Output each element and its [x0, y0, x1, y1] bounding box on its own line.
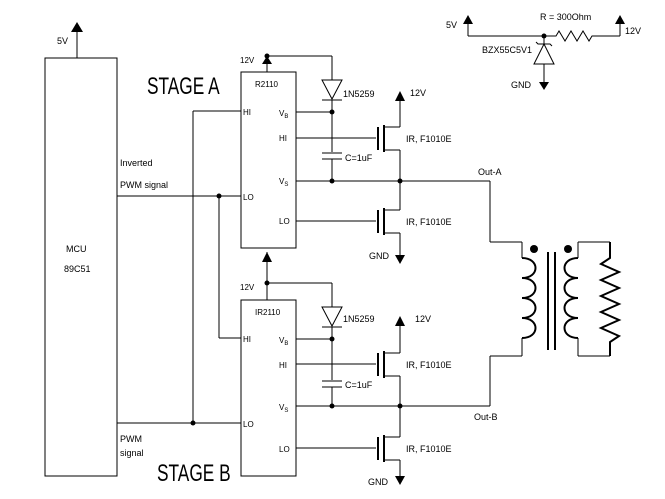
stage-a-gnd-arrow-icon: [395, 255, 405, 264]
stage-b-diode-icon: [321, 306, 343, 328]
secondary-winding-icon: [563, 257, 579, 339]
driver-b-pin-vb: VB: [279, 336, 288, 347]
stage-b-diode-label: 1N5259: [343, 314, 375, 324]
mcu-chip: [44, 57, 118, 477]
driver-b-pin-vs: VS: [279, 403, 288, 414]
driver-a-pin-lo-out: LO: [279, 217, 290, 226]
driver-a: 12V R2110 HI LO VB HI VS LO: [240, 56, 297, 249]
stage-a-wiring: 1N5259 C=1uF Out-A: [264, 53, 502, 222]
reg-gnd-label: GND: [511, 80, 532, 90]
driver-b-pin-hi-in: HI: [243, 335, 251, 344]
stage-b-high-supply-arrow-icon: [395, 316, 405, 326]
driver-a-supply-arrow-icon: [262, 56, 272, 64]
stage-a-low-mosfet-label: IR, F1010E: [406, 217, 452, 227]
mcu-block: 5V MCU 89C51 Inverted PWM signal PWM sig…: [44, 22, 168, 477]
stage-b-high-supply-label: 12V: [415, 314, 431, 324]
stage-a-low-mosfet: GND IR, F1010E: [369, 181, 452, 264]
pwm-label-2: signal: [120, 448, 144, 458]
stage-b-high-mosfet: 12V IR, F1010E: [377, 314, 452, 406]
stage-a-gnd-label: GND: [369, 251, 390, 261]
driver-a-pin-hi-out: HI: [279, 134, 287, 143]
driver-a-name: R2110: [255, 80, 279, 89]
signal-wiring: [117, 110, 241, 426]
driver-b-name: IR2110: [255, 308, 281, 317]
stage-b-high-mosfet-label: IR, F1010E: [406, 360, 452, 370]
inverted-pwm-label-2: PWM signal: [120, 180, 168, 190]
driver-b-pin-lo-in: LO: [243, 420, 254, 429]
mcu-supply-label: 5V: [57, 36, 68, 46]
stage-a-diode-icon: [321, 79, 343, 101]
stage-a-high-supply-label: 12V: [410, 88, 426, 98]
stage-a-label: STAGE A: [147, 73, 220, 99]
stage-b-capacitor-label: C=1uF: [345, 380, 373, 390]
stage-a-high-mosfet-label: IR, F1010E: [406, 134, 452, 144]
driver-a-pin-vb: VB: [279, 109, 288, 120]
driver-b: 12V IR2110 HI LO VB HI VS LO: [240, 252, 297, 477]
reg-5v-label: 5V: [446, 20, 457, 30]
secondary-polarity-dot-icon: [564, 245, 572, 253]
driver-a-pin-lo-in: LO: [243, 193, 254, 202]
pwm-label-1: PWM: [120, 434, 142, 444]
output-transformer: [489, 181, 622, 406]
load-resistor-icon: [598, 242, 622, 356]
driver-a-pin-vs: VS: [279, 177, 288, 188]
stage-a-high-mosfet: 12V IR, F1010E: [377, 88, 452, 181]
reg-12v-label: 12V: [625, 26, 641, 36]
driver-b-pin-hi-out: HI: [279, 361, 287, 370]
zener-regulator: 5V R = 300Ohm 12V BZX55C5V1 GND: [446, 12, 641, 90]
reg-5v-arrow-icon: [463, 15, 473, 24]
primary-polarity-dot-icon: [530, 245, 538, 253]
mcu-name: MCU: [66, 244, 87, 254]
driver-a-supply-label: 12V: [240, 56, 255, 65]
stage-b-gnd-arrow-icon: [395, 476, 405, 485]
stage-a-capacitor-label: C=1uF: [345, 153, 373, 163]
reg-12v-arrow-icon: [615, 15, 625, 24]
stage-b-label: STAGE B: [157, 460, 231, 486]
driver-b-supply-arrow-icon: [262, 252, 272, 262]
driver-b-pin-lo-out: LO: [279, 445, 290, 454]
driver-b-chip: [240, 299, 297, 477]
stage-b-wiring: 1N5259 C=1uF Out-B: [264, 280, 498, 449]
inverted-pwm-label-1: Inverted: [120, 158, 153, 168]
reg-resistor-icon: [544, 30, 620, 42]
stage-a-diode-label: 1N5259: [343, 89, 375, 99]
stage-b-low-mosfet-label: IR, F1010E: [406, 444, 452, 454]
driver-a-pin-hi-in: HI: [243, 108, 251, 117]
driver-b-supply-label: 12V: [240, 283, 255, 292]
reg-resistor-label: R = 300Ohm: [540, 12, 591, 22]
mcu-part: 89C51: [64, 264, 91, 274]
reg-gnd-arrow-icon: [539, 82, 549, 90]
stage-a-output-label: Out-A: [478, 167, 502, 177]
stage-b-low-mosfet: GND IR, F1010E: [368, 406, 452, 487]
stage-b-gnd-label: GND: [368, 477, 389, 487]
stage-a-high-supply-arrow-icon: [395, 91, 405, 101]
driver-a-chip: [240, 71, 297, 249]
zener-label: BZX55C5V1: [482, 45, 532, 55]
stage-b-output-label: Out-B: [474, 412, 498, 422]
mcu-supply-arrow-icon: [71, 22, 83, 32]
primary-winding-icon: [521, 257, 537, 339]
